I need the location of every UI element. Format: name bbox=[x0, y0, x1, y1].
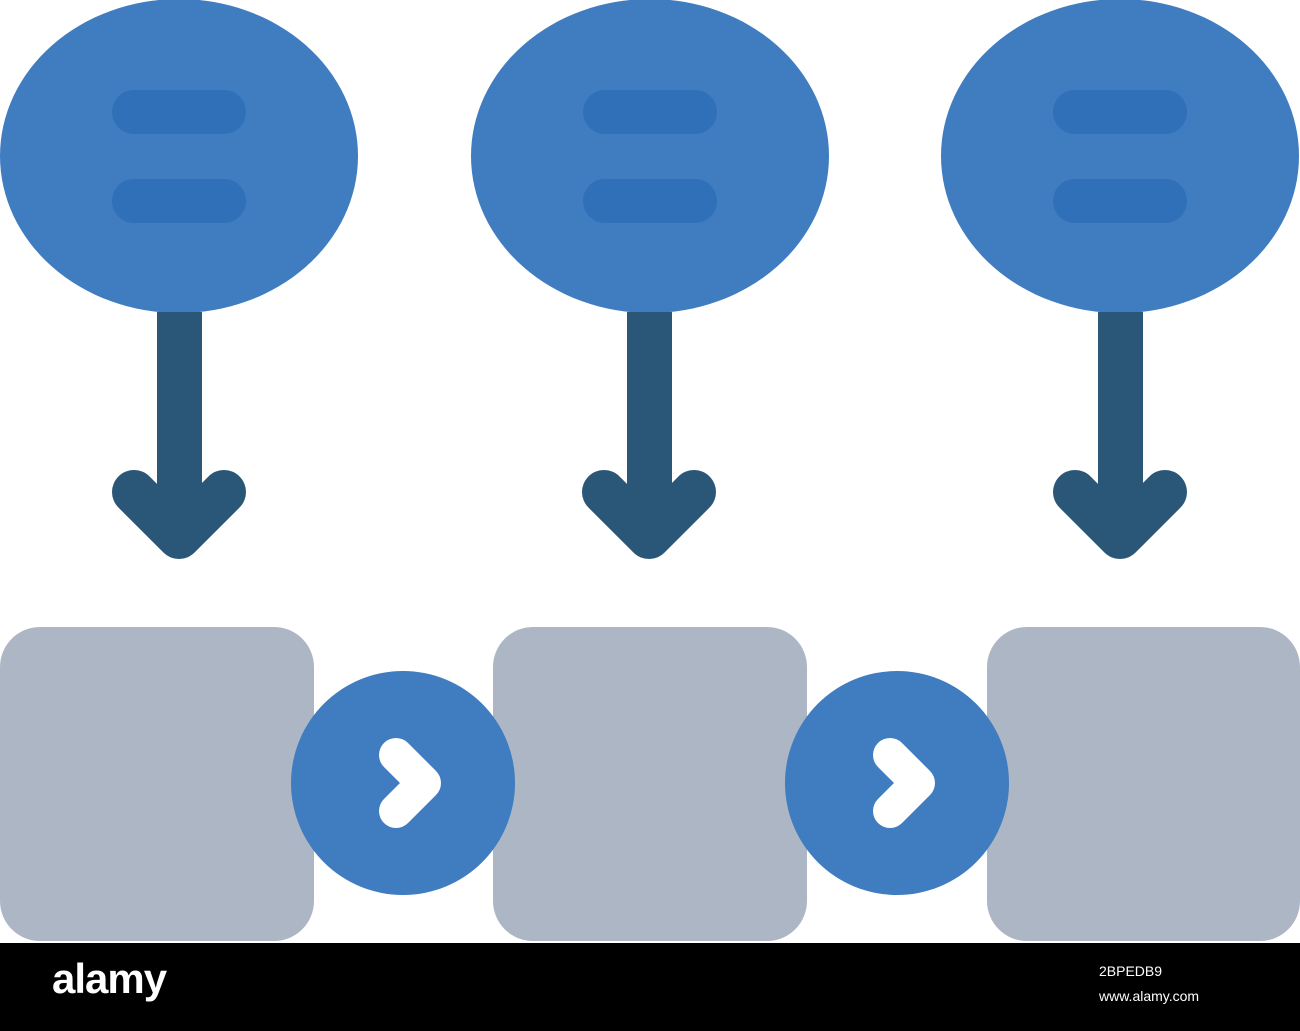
bubble-line bbox=[583, 90, 717, 134]
bubble-shape bbox=[471, 0, 829, 313]
bubble-line bbox=[1053, 90, 1187, 134]
bubble-line bbox=[583, 179, 717, 223]
chevron-right-icon bbox=[785, 671, 1009, 895]
process-box bbox=[987, 627, 1300, 941]
bubble-shape bbox=[0, 0, 358, 313]
arrow-head bbox=[112, 470, 246, 559]
message-bubble-icon bbox=[941, 0, 1299, 313]
down-arrow-icon bbox=[112, 312, 246, 559]
bubble-line bbox=[1053, 179, 1187, 223]
site-url-label: www.alamy.com bbox=[1099, 988, 1200, 1004]
bubble-line bbox=[112, 179, 246, 223]
bubble-line bbox=[112, 90, 246, 134]
chevron bbox=[379, 738, 441, 828]
down-arrow-icon bbox=[582, 312, 716, 559]
bubble-shape bbox=[941, 0, 1299, 313]
chevron bbox=[873, 738, 935, 828]
image-id-label: 2BPEDB9 bbox=[1099, 963, 1163, 979]
brand-logo: alamy bbox=[52, 955, 167, 1002]
message-bubble-icon bbox=[0, 0, 358, 313]
arrow-head bbox=[1053, 470, 1187, 559]
message-bubble-icon bbox=[471, 0, 829, 313]
process-box bbox=[493, 627, 807, 941]
arrow-head bbox=[582, 470, 716, 559]
footer-bar bbox=[0, 943, 1300, 1031]
down-arrow-icon bbox=[1053, 312, 1187, 559]
chevron-right-icon bbox=[291, 671, 515, 895]
process-box bbox=[0, 627, 314, 941]
